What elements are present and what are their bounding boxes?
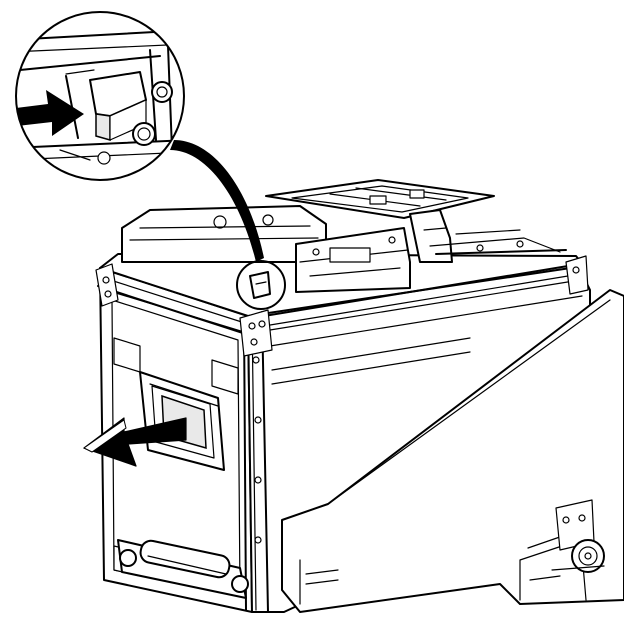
side-panel [281, 289, 624, 613]
detail-magnifier [15, 11, 185, 181]
top-mounted-equipment [121, 179, 567, 293]
pointer-callout [170, 140, 264, 262]
corner-latch-location [236, 260, 286, 310]
caster-wheel [551, 499, 605, 573]
bottom-handle [117, 539, 249, 599]
latch-mechanism [59, 69, 173, 165]
